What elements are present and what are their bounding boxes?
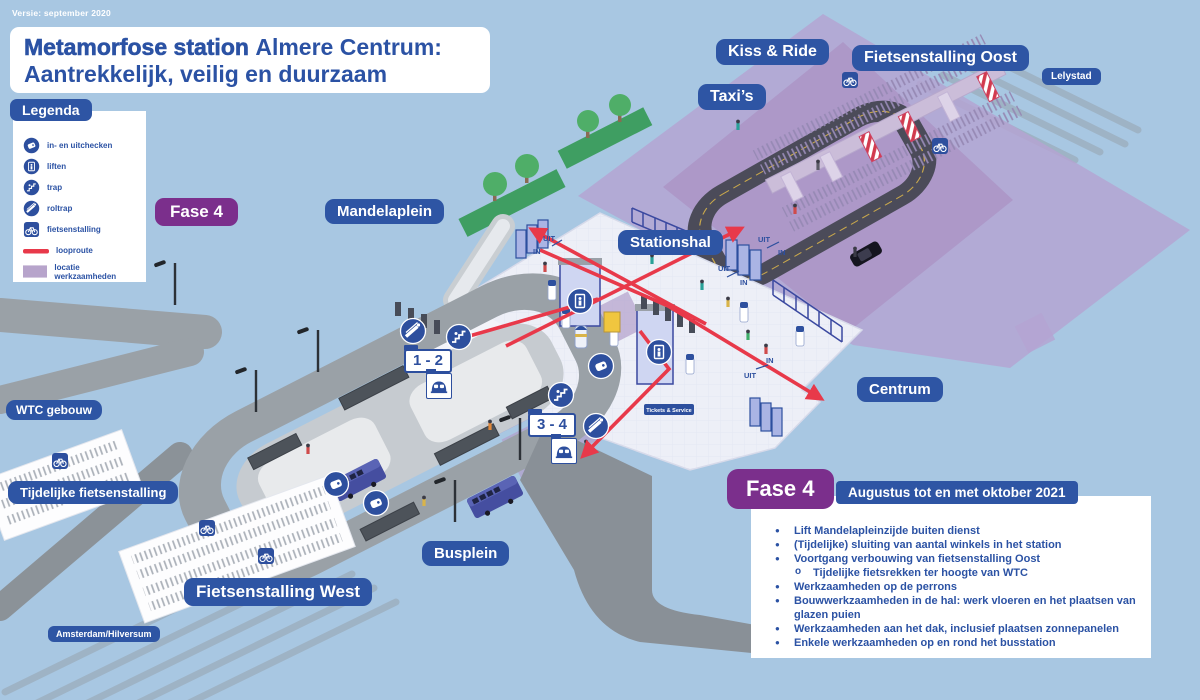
label-fietsenstalling-oost: Fietsenstalling Oost [852,45,1029,71]
legend-item-roltrap: roltrap [23,198,138,219]
tree [483,172,507,201]
in-text: IN [533,247,541,256]
tickets-service-text: Tickets & Service [646,408,691,414]
legend-item-looproute: looproute [23,240,138,261]
escalator-icon [398,316,428,346]
fase4-item: Lift Mandelapleinzijde buiten dienst [773,524,1141,538]
legend-item-checkin: in- en uitchecken [23,135,138,156]
access-roads [0,298,222,621]
legend-item-fietsenstalling: fietsenstalling [23,219,138,240]
checkin-icon [322,470,350,498]
bike-badge-icon [51,452,69,470]
legend-heading: Legenda [10,99,92,121]
title-card: Metamorfose station Almere Centrum: Aant… [10,27,490,93]
label-busplein: Busplein [422,541,510,566]
train-pictogram [426,369,452,399]
legend-panel: in- en uitchecken liften trap roltrap fi… [13,111,146,282]
people [306,119,857,506]
uit-text: UIT [758,235,771,244]
fase4-list: Lift Mandelapleinzijde buiten dienst (Ti… [773,524,1141,650]
stairs-icon [23,179,40,196]
fase4-item: Werkzaamheden op de perrons [773,580,1141,594]
workzone-swatch-icon [23,265,48,278]
label-kiss-and-ride: Kiss & Ride [716,39,829,65]
fase4-period: Augustus tot en met oktober 2021 [836,481,1078,504]
bus [466,475,524,519]
uit-text: UIT [543,234,556,243]
checkin-icon [23,137,40,154]
label-wtc-gebouw: WTC gebouw [6,400,102,420]
fare-gates [395,295,695,334]
label-lelystad: Lelystad [1042,68,1101,85]
in-text: IN [778,248,786,257]
fase4-panel: Lift Mandelapleinzijde buiten dienst (Ti… [751,496,1151,658]
bike-icon [23,221,40,238]
bike-badge-icon [257,547,275,565]
label-tijdelijke-fietsenstalling: Tijdelijke fietsenstalling [8,481,179,504]
legend-item-liften: liften [23,156,138,177]
version-label: Versie: september 2020 [12,8,111,18]
tree [515,154,539,183]
title-bold: Metamorfose station [24,34,250,61]
label-mandelaplein: Mandelaplein [325,199,445,224]
fase4-item: Enkele werkzaamheden op en rond het buss… [773,636,1141,650]
stairs-icon [445,323,473,351]
bus-shelters [247,364,554,542]
label-fietsenstalling-west: Fietsenstalling West [184,578,373,606]
title-regular: Almere Centrum: [255,34,442,60]
tickets-service-sign: Tickets & Service [644,404,694,415]
lift-icon [566,287,594,315]
label-centrum: Centrum [857,377,943,402]
checkin-icon [362,489,390,517]
stairs-icon [547,381,575,409]
label-stationshal: Stationshal [618,230,723,255]
fase4-item: (Tijdelijke) sluiting van aantal winkels… [773,538,1141,552]
gate-direction-labels: UIT IN UIT IN UIT IN IN UIT [533,234,786,380]
uit-text: UIT [718,264,731,273]
train-pictogram [551,434,577,464]
bike-badge-icon [198,519,216,537]
tree [577,110,599,138]
label-taxis: Taxi’s [698,84,766,110]
checkin-icon [587,352,615,380]
bike-badge-icon [841,71,859,89]
page-title: Metamorfose station Almere Centrum: [24,33,476,61]
lift-icon [645,338,673,366]
label-amsterdam-hilversum: Amsterdam/Hilversum [48,626,160,642]
exit-gate-centrum [749,397,783,437]
in-text: IN [766,356,774,365]
in-text: IN [740,278,748,287]
uit-text: UIT [744,371,757,380]
title-subtitle: Aantrekkelijk, veilig en duurzaam [24,61,388,87]
escalator-icon [581,411,611,441]
car [850,241,882,267]
fase4-badge: Fase 4 [727,469,834,509]
fase4-subitem: Tijdelijke fietsrekken ter hoogte van WT… [773,565,1141,580]
route-line-icon [23,248,49,253]
fase4-item: Bouwwerkzaamheden in de hal: werk vloere… [773,594,1141,622]
tree [609,94,631,122]
escalator-icon [23,200,40,217]
fase4-item: Voortgang verbouwing van fietsenstalling… [773,552,1141,566]
fietsenstalling-west [118,474,356,624]
ticket-machine [574,325,588,349]
kiosk [603,311,621,333]
fase4-item: Werkzaamheden aan het dak, inclusief pla… [773,622,1141,636]
lift-icon [23,158,40,175]
bike-badge-icon [931,137,949,155]
legend-item-werkzaamheden: locatie werkzaamheden [23,261,138,282]
arcade-columns [780,71,1000,203]
greenery [443,94,653,312]
phase-badge: Fase 4 [155,198,238,226]
south-ramp [520,425,772,655]
legend-item-trap: trap [23,177,138,198]
